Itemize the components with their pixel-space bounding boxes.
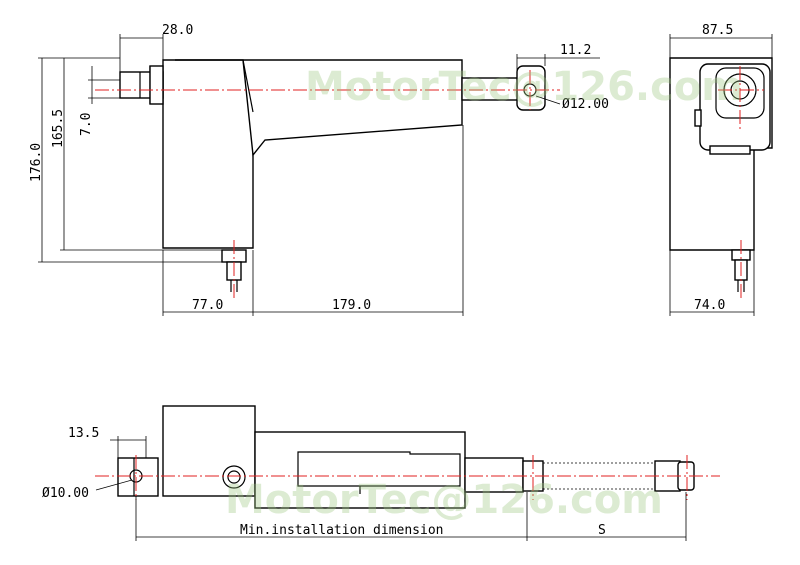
watermark-top: MotorTec@126.com [305, 64, 743, 110]
dim-77: 77.0 [192, 298, 223, 313]
bottom-motor-block [162, 405, 256, 497]
rear-clevis [117, 457, 159, 497]
dim-hole-12: Ø12.00 [562, 97, 609, 112]
dim-hole-10: Ø10.00 [42, 486, 89, 501]
bottom-view: 13.5 Ø10.00 Min.installation dimension S [42, 405, 720, 541]
bottom-tube [254, 431, 466, 509]
top-view: 28.0 11.2 Ø12.00 176.0 165.5 7.0 77.0 17… [29, 23, 609, 316]
dim-165-5: 165.5 [51, 109, 66, 148]
dim-179: 179.0 [332, 298, 371, 313]
dim-28: 28.0 [162, 23, 193, 38]
dim-13-5: 13.5 [68, 426, 99, 441]
watermark-bottom: MotorTec@126.com [225, 477, 663, 523]
dim-stroke-s: S [598, 523, 606, 538]
dim-87-5: 87.5 [702, 23, 733, 38]
dim-7: 7.0 [79, 113, 94, 136]
dim-74: 74.0 [694, 298, 725, 313]
dim-min-install: Min.installation dimension [240, 523, 444, 538]
dim-176: 176.0 [29, 143, 44, 182]
dim-11-2: 11.2 [560, 43, 591, 58]
bottom-rod-base [464, 457, 524, 493]
side-view: 87.5 74.0 [669, 23, 773, 316]
